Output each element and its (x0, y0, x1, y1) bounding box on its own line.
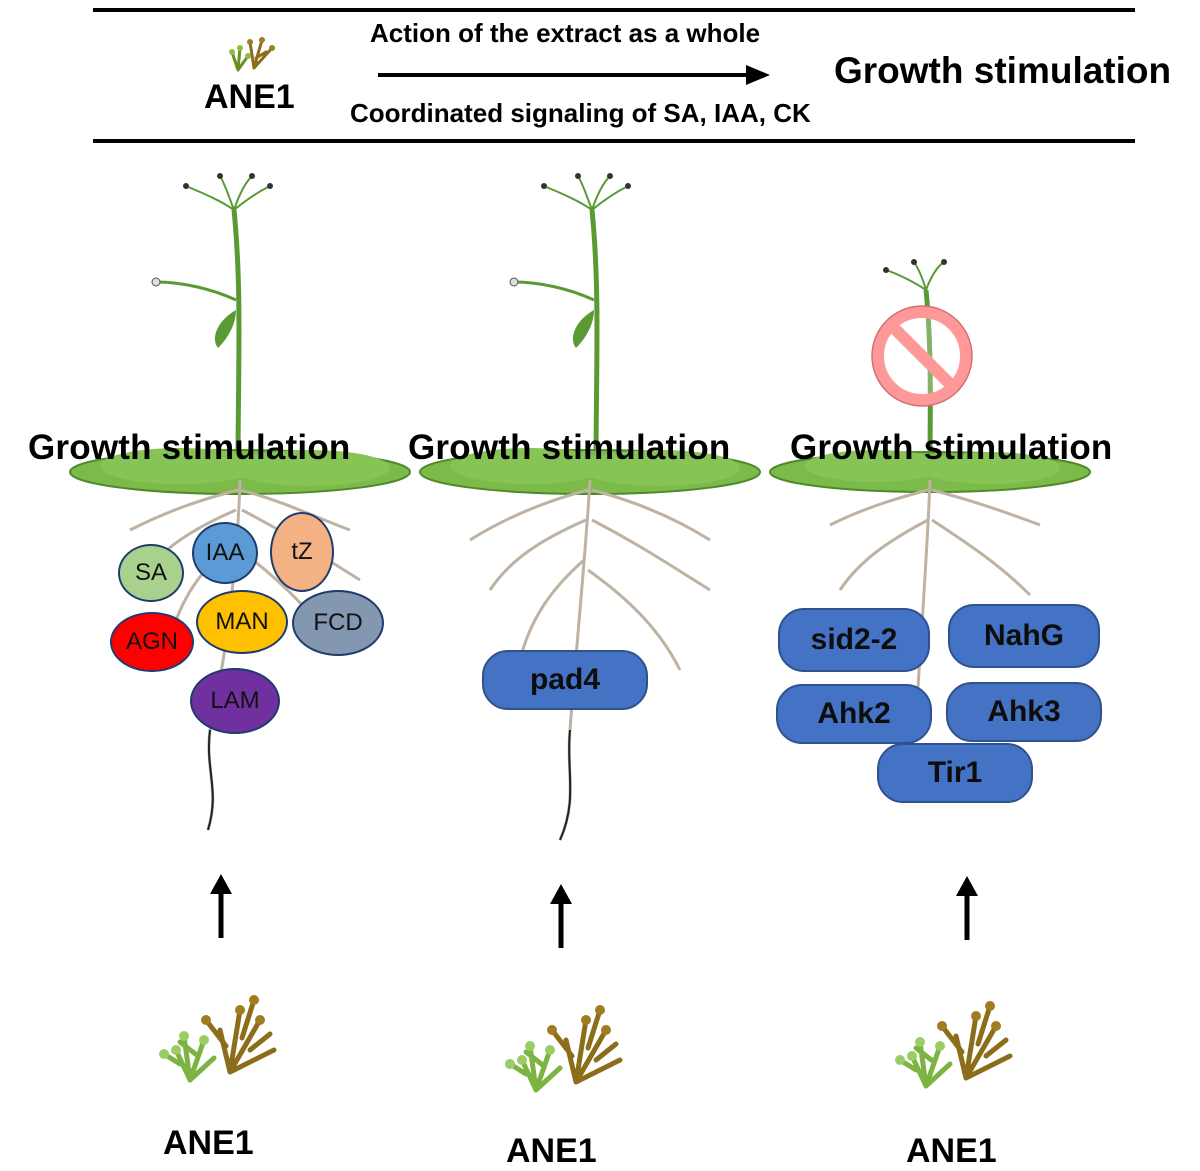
up-arrow-icon (550, 884, 572, 948)
node-man: MAN (196, 590, 288, 654)
up-arrow-icon (956, 876, 978, 940)
plant-icon (769, 259, 1091, 721)
panel1-ane1-label: ANE1 (163, 1124, 254, 1162)
node-iaa: IAA (192, 522, 258, 584)
prohibited-icon (871, 305, 973, 407)
seaweed-icon (229, 37, 275, 72)
node-ahk3: Ahk3 (946, 682, 1102, 742)
node-pad4: pad4 (482, 650, 648, 710)
node-ahk2: Ahk2 (776, 684, 932, 744)
plant-icon (69, 173, 411, 831)
header-top-rule (93, 8, 1135, 12)
node-tir1: Tir1 (877, 743, 1033, 803)
plant-icon (419, 173, 761, 841)
header-result-text: Growth stimulation (834, 50, 1172, 91)
node-nahg: NahG (948, 604, 1100, 668)
panel2-ane1-label: ANE1 (506, 1132, 597, 1170)
header-ane1-label: ANE1 (204, 78, 295, 116)
node-lam: LAM (190, 668, 280, 734)
header-arrow-icon (378, 65, 770, 85)
panel3-ane1-label: ANE1 (906, 1132, 997, 1170)
panel1-growth-label: Growth stimulation (28, 428, 351, 467)
node-sid2-2: sid2-2 (778, 608, 930, 672)
node-agn: AGN (110, 612, 194, 672)
node-fcd: FCD (292, 590, 384, 656)
panel2-growth-label: Growth stimulation (408, 428, 731, 467)
seaweed-icon (505, 1005, 623, 1093)
header-arrow-bottom-text: Coordinated signaling of SA, IAA, CK (350, 98, 811, 128)
header-arrow-top-text: Action of the extract as a whole (370, 18, 761, 48)
header-bottom-rule (93, 139, 1135, 143)
seaweed-icon (159, 995, 277, 1083)
seaweed-icon (895, 1001, 1013, 1089)
up-arrow-icon (210, 874, 232, 938)
node-tz: tZ (270, 512, 334, 592)
panel3-growth-label: Growth stimulation (790, 428, 1113, 467)
node-sa: SA (118, 544, 184, 602)
